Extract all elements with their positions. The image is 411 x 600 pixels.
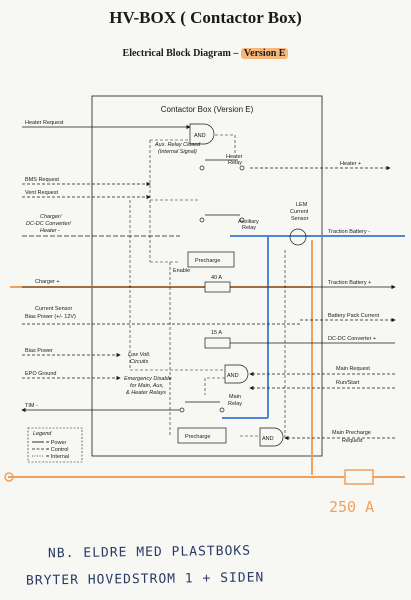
sensor-label-3: Sensor bbox=[291, 216, 309, 222]
fuse-250a-label: 250 A bbox=[329, 498, 374, 516]
diagram-title: HV-BOX ( Contactor Box) bbox=[109, 8, 302, 27]
precharge-box-lower bbox=[177, 427, 227, 444]
fuse-40a bbox=[204, 281, 231, 293]
epo-label-3: & Heater Relays bbox=[126, 390, 166, 396]
legend: Legend = Power = Control = Internal bbox=[27, 427, 83, 463]
right-signal-main-precharge: Main Precharge bbox=[332, 430, 371, 436]
right-signal-traction-plus: Traction Battery + bbox=[328, 280, 371, 286]
contactor-box-outline bbox=[91, 95, 323, 457]
left-signal-bias-power: Bias Power bbox=[25, 348, 53, 354]
left-signal-bias-power-12v: Bias Power (+/- 12V) bbox=[25, 314, 76, 320]
left-signal-charger: Charger/ bbox=[40, 214, 62, 220]
fuse-40a-label: 40 A bbox=[211, 275, 222, 281]
orange-terminal-left bbox=[4, 472, 14, 482]
right-signal-traction-minus: Traction Battery - bbox=[328, 229, 370, 235]
fuse-15a bbox=[204, 337, 231, 349]
left-signal-charger-plus: Charger + bbox=[35, 279, 60, 285]
legend-power: = Power bbox=[46, 440, 66, 446]
right-signal-request: Request bbox=[342, 438, 363, 444]
left-signal-heater-minus: Heater - bbox=[40, 228, 60, 234]
subtitle-version-highlight: Version E bbox=[240, 48, 289, 59]
and-gate-heater-label: AND bbox=[194, 133, 206, 139]
legend-control: = Control bbox=[46, 447, 68, 453]
left-signal-dcdc: DC-DC Converter/ bbox=[26, 221, 71, 227]
lem-current-sensor bbox=[289, 228, 307, 246]
aux-relay-note-2: (Internal Signal) bbox=[158, 149, 197, 155]
sensor-label-1: LEM bbox=[296, 202, 308, 208]
low-volt-label-1: Low Volt. bbox=[128, 352, 150, 358]
main-relay-label-2: Relay bbox=[228, 401, 242, 407]
subtitle-prefix: Electrical Block Diagram – bbox=[122, 48, 241, 59]
and-gate-main-label: AND bbox=[227, 373, 239, 379]
and-gate-precharge bbox=[259, 427, 284, 447]
handwritten-note-line-1: NB. ELDRE MED PLASTBOKS bbox=[47, 543, 252, 562]
aux-relay-note-1: Aux. Relay Closed bbox=[154, 142, 201, 148]
epo-label-2: for Main, Aux, bbox=[130, 383, 164, 389]
precharge-upper-label: Precharge bbox=[195, 258, 220, 264]
and-gate-precharge-label: AND bbox=[262, 436, 274, 442]
diagram-subtitle: Electrical Block Diagram – Version E bbox=[0, 48, 411, 59]
left-signal-current-sensor: Current Sensor bbox=[35, 306, 72, 312]
aux-relay-label-2: Relay bbox=[242, 225, 256, 231]
epo-label-1: Emergency Disable bbox=[124, 376, 172, 382]
sensor-label-2: Current bbox=[290, 209, 309, 215]
legend-title: Legend bbox=[33, 431, 52, 437]
and-gate-heater bbox=[189, 123, 215, 145]
right-signal-run-start: Run/Start bbox=[336, 380, 360, 386]
heater-relay-label-1: Heater bbox=[226, 154, 243, 160]
orange-fuse-250a bbox=[344, 469, 374, 485]
precharge-box-upper bbox=[187, 251, 235, 268]
left-signal-epo-ground: EPO Ground bbox=[25, 371, 57, 377]
right-signal-main-request: Main Request bbox=[336, 366, 370, 372]
low-volt-label-2: Circuits bbox=[130, 359, 149, 365]
heater-relay-label-2: Relay bbox=[228, 160, 242, 166]
left-signal-vent-request: Vent Request bbox=[25, 190, 58, 196]
right-signal-dcdc-plus: DC-DC Converter + bbox=[328, 336, 376, 342]
left-signal-tim-minus: TIM - bbox=[25, 403, 38, 409]
right-signal-heater-plus: Heater + bbox=[340, 161, 361, 167]
and-gate-main bbox=[224, 364, 249, 384]
right-signal-pack-current: Battery Pack Current bbox=[328, 313, 380, 319]
main-relay-label-1: Main bbox=[229, 394, 241, 400]
legend-internal: = Internal bbox=[46, 454, 69, 460]
left-signal-bms-request: BMS Request bbox=[25, 177, 59, 183]
precharge-lower-label: Precharge bbox=[185, 434, 210, 440]
enable-label: Enable bbox=[173, 268, 190, 274]
aux-relay-label-1: Auxiliary bbox=[238, 219, 259, 225]
fuse-15a-label: 15 A bbox=[211, 330, 222, 336]
contactor-box-title: Contactor Box (Version E) bbox=[161, 105, 254, 114]
left-signal-heater-request: Heater Request bbox=[25, 120, 64, 126]
